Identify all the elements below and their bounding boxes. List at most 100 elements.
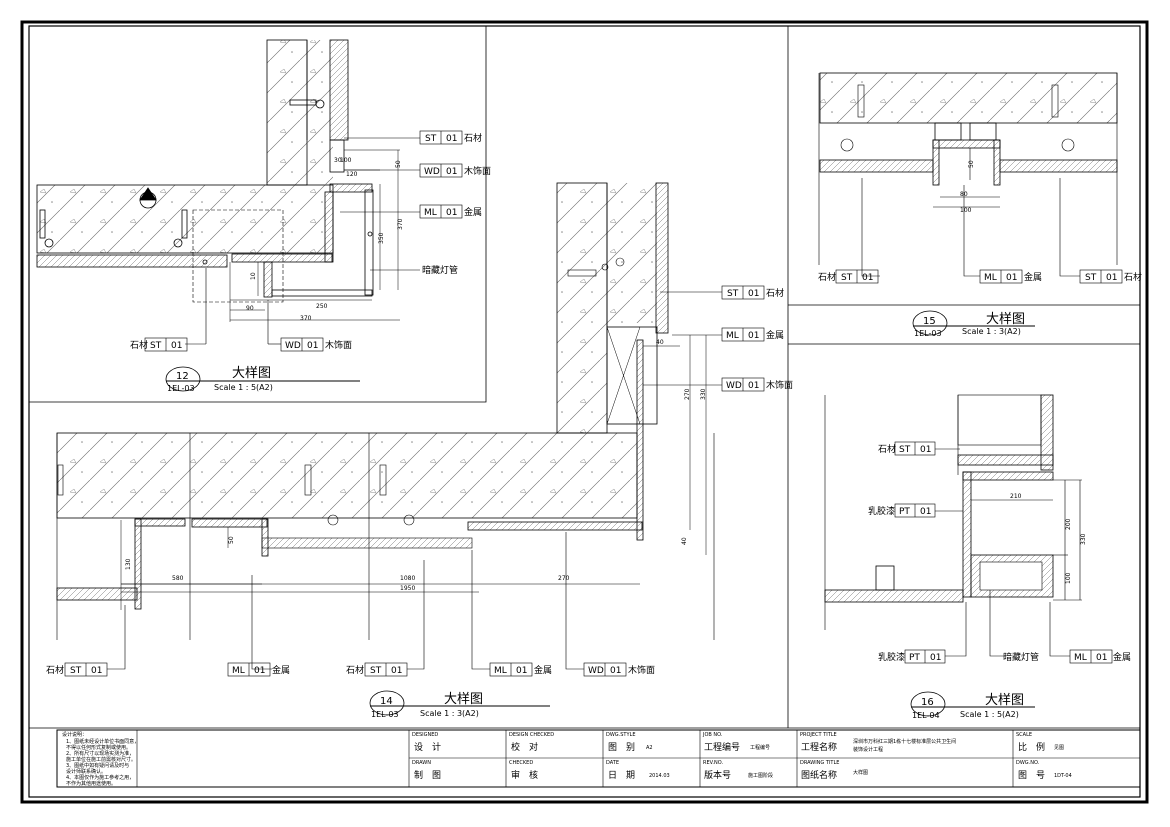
drawing-text: 01	[446, 167, 457, 177]
drawing-text: 210	[1010, 493, 1022, 500]
drawing-text: 石材	[46, 664, 64, 676]
drawing-text: 270	[558, 575, 570, 582]
drawing-text: 01	[1096, 653, 1107, 663]
drawing-text: DWG.STYLE	[606, 732, 636, 738]
drawing-text: 工程编号	[704, 741, 740, 753]
title-16: 16 1EL-04 大样图 Scale 1 : 5(A2)	[910, 691, 1035, 720]
drawing-text: 设 计	[414, 741, 441, 753]
drawing-text: ST	[425, 134, 437, 144]
drawing-text: 580	[172, 575, 184, 582]
drawing-text: 石材	[1124, 271, 1142, 283]
drawing-text: 100	[340, 157, 352, 164]
detail-14: 130 50 580 1080 1950 270 40 40 270 330 S…	[46, 182, 793, 719]
drawing-text: 设计说明：	[62, 731, 87, 738]
drawing-text: DRAWN	[412, 760, 431, 766]
title-14: 14 1EL-03 大样图 Scale 1 : 3(A2)	[369, 690, 550, 719]
drawing-text: ST	[899, 445, 911, 455]
title-12: 12 1EL-03 大样图 Scale 1 : 5(A2)	[165, 366, 360, 393]
drawing-text: 日 期	[608, 770, 635, 781]
drawing-text: 370	[397, 218, 404, 230]
drawing-text: 01	[307, 341, 318, 351]
drawing-text: 1、图纸未经设计单位书面同意，	[66, 738, 139, 745]
drawing-text: 审 核	[511, 769, 538, 781]
drawing-text: 石材	[818, 271, 836, 283]
drawing-text: 深圳市万科红三期1栋十七楼标准层公共卫生间	[853, 738, 956, 745]
drawing-text: ML	[494, 666, 507, 676]
drawing-text: 大样图	[985, 693, 1024, 708]
drawing-text: WD	[726, 381, 742, 391]
drawing-text: 工程编号	[750, 744, 770, 751]
drawing-text: ML	[984, 273, 997, 283]
drawing-text: 50	[228, 536, 235, 544]
drawing-text: 1DT-04	[1054, 773, 1072, 779]
panel-dividers	[29, 26, 1140, 729]
drawing-text: 金属	[272, 664, 290, 676]
drawing-text: 版本号	[704, 769, 731, 781]
drawing-text: 大样图	[853, 769, 868, 776]
drawing-text: 金属	[464, 206, 482, 218]
drawing-text: Scale 1 : 5(A2)	[960, 710, 1019, 719]
drawing-text: 14	[380, 696, 393, 707]
drawing-text: DWG.NO.	[1016, 760, 1040, 766]
drawing-text: 大样图	[232, 366, 271, 381]
drawing-text: CHECKED	[509, 760, 533, 766]
drawing-text: 16	[921, 697, 934, 708]
drawing-text: 比 例	[1018, 741, 1045, 753]
drawing-text: 工程名称	[801, 741, 837, 753]
drawing-text: 01	[91, 666, 102, 676]
drawing-text: 100	[1065, 572, 1072, 584]
drawing-text: Scale 1 : 3(A2)	[420, 709, 479, 718]
drawing-text: 4、本图仅作为施工参考之用，	[66, 774, 134, 781]
drawing-text: 大样图	[986, 312, 1025, 327]
drawing-text: SCALE	[1016, 732, 1032, 738]
drawing-text: ML	[726, 331, 739, 341]
drawing-text: ST	[70, 666, 82, 676]
title-15: 15 1EL-03 大样图 Scale 1 : 3(A2)	[912, 310, 1035, 338]
drawing-text: 1EL-04	[912, 711, 940, 720]
drawing-text: 2、所有尺寸以现场实测为准，	[66, 750, 134, 757]
drawing-text: 见图	[1054, 745, 1064, 751]
drawing-text: 12	[176, 371, 189, 382]
drawing-text: ML	[1074, 653, 1087, 663]
drawing-text: 250	[316, 303, 328, 310]
drawing-text: WD	[285, 341, 301, 351]
sheet-border	[20, 20, 1149, 804]
drawing-text: PROJECT TITLE	[800, 732, 837, 738]
notes: 设计说明： 1、图纸未经设计单位书面同意， 不得以任何形式复制或使用。 2、所有…	[62, 731, 139, 787]
drawing-text: 金属	[766, 329, 784, 341]
drawing-text: ML	[424, 208, 437, 218]
drawing-text: 40	[681, 537, 688, 545]
drawing-text: 370	[300, 315, 312, 322]
drawing-text: 01	[610, 666, 621, 676]
drawing-text: 01	[920, 507, 931, 517]
drawing-text: ST	[370, 666, 382, 676]
drawing-text: A2	[646, 745, 653, 751]
drawing-text: 图 别	[608, 742, 635, 753]
drawing-text: 50	[968, 160, 975, 168]
drawing-text: PT	[909, 653, 920, 663]
drawing-text: 施工单位在施工前需核对尺寸。	[66, 756, 136, 763]
drawing-text: 石材	[346, 664, 364, 676]
drawing-text: WD	[588, 666, 604, 676]
drawing-text: 校 对	[511, 741, 538, 753]
drawing-text: 1080	[400, 575, 415, 582]
drawing-text: 01	[748, 289, 759, 299]
drawing-text: 01	[446, 208, 457, 218]
drawing-text: 270	[684, 388, 691, 400]
